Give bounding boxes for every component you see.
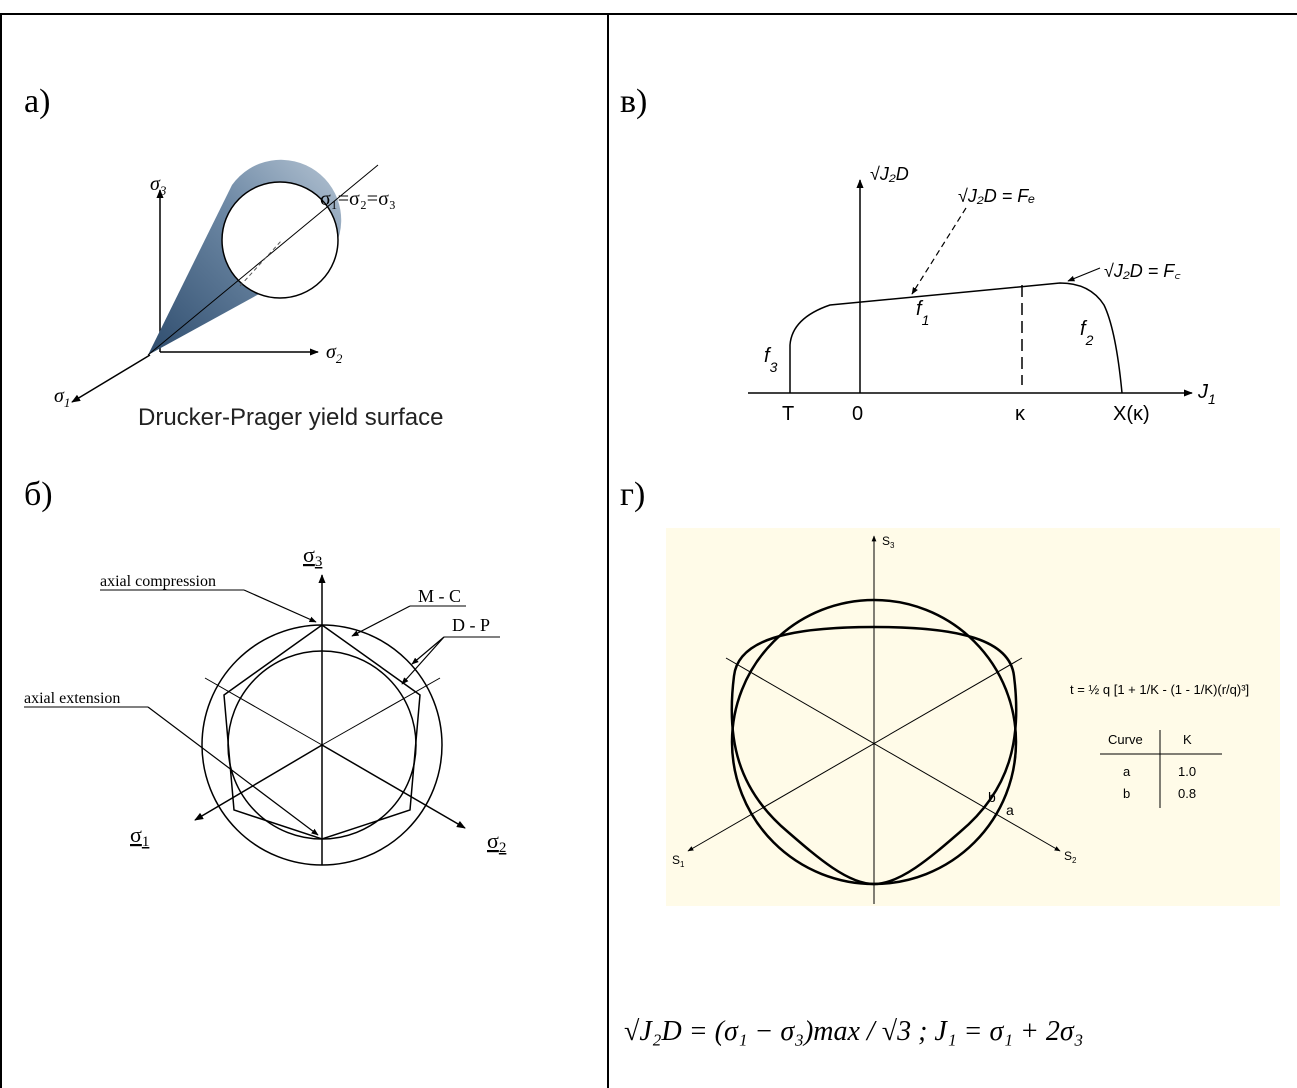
table-row-b-k: 0.8 [1178,786,1196,801]
fc-label: √J₂D = F꜀ [1104,261,1181,281]
sigma1-label: σ1 [54,385,70,410]
panel-g-background [666,528,1280,906]
fe-arrow [911,207,967,295]
curve-a-label: a [1006,802,1014,818]
b-sigma2-axis [321,744,466,829]
t-formula: t = ½ q [1 + 1/K - (1 - 1/K)(r/q)³] [1070,682,1249,697]
cap-model-curve [789,282,1123,394]
table-header-k: K [1183,732,1192,747]
fc-arrow [1067,267,1101,282]
s1-label: S1 [672,853,685,869]
mc-label: M - C [418,586,461,606]
panel-grid [0,13,1297,1088]
table-header-curve: Curve [1108,732,1143,747]
s2-label: S2 [1064,849,1077,865]
panel-b-label: б) [24,476,53,513]
axial-compression-arrow [243,589,317,623]
curve-table: Curve K a 1.0 b 0.8 [1100,730,1222,808]
table-row-a-curve: a [1123,764,1131,779]
b-sigma1-label: σ1 [130,822,149,850]
sigma3-label: σ3 [150,173,167,198]
y-axis-label: √J₂D [870,164,909,184]
j1-label: J1 [1197,381,1216,407]
tick-X: X(κ) [1113,403,1150,425]
s3-label: S3 [882,534,895,550]
panel-g: г) b a S3 S1 S2 t = ½ q [1 + 1/K - (1 - … [620,476,1280,1047]
equation: √J₂D = (σ₁ − σ₃)max / √3 ; J₁ = σ₁ + 2σ₃ [624,1016,1083,1047]
f2-label: f2 [1080,318,1094,348]
b-axis-ext1 [204,677,323,746]
panel-a-caption: Drucker-Prager yield surface [138,404,443,431]
axial-extension-label: axial extension [24,690,120,707]
fe-label: √J₂D = Fₑ [958,186,1035,206]
yield-circle [221,181,339,299]
panel-a: а) σ3 σ2 σ1 σ₁=σ₂=σ₃ Drucker-Prager yiel… [24,83,443,431]
sigma1-axis [71,354,151,403]
axial-extension-arrow [147,706,319,836]
dp-arrow-2 [401,636,445,685]
b-sigma3-label: σ3 [303,542,322,570]
b-sigma2-label: σ2 [487,828,506,856]
dp-label: D - P [452,615,490,635]
table-row-a-k: 1.0 [1178,764,1196,779]
f1-label: f1 [916,298,929,328]
panel-v-label: в) [620,83,647,120]
curve-b-label: b [988,789,996,805]
dp-arrow-1 [411,636,445,665]
panel-g-label: г) [620,476,645,513]
panel-a-label: а) [24,83,50,120]
panel-b: б) σ3 σ1 σ2 axial compression axial exte… [24,476,506,866]
hydrostatic-axis [147,164,379,356]
f3-label: f3 [764,345,778,375]
tick-T: T [782,403,794,425]
mc-arrow [351,605,411,637]
panel-v: в) √J₂D √J₂D = Fₑ √J₂D = F꜀ f1 f2 f3 J1 … [620,83,1216,425]
curve-b [730,625,1018,886]
tick-kappa: κ [1015,403,1026,425]
s1-axis [687,657,1023,852]
s2-axis [725,657,1061,852]
hydrostatic-axis-hidden [239,239,283,287]
axial-compression-label: axial compression [100,573,216,590]
table-row-b-curve: b [1123,786,1130,801]
hydrostatic-label: σ₁=σ₂=σ₃ [320,188,396,210]
sigma2-label: σ2 [326,341,343,366]
b-sigma1-axis [194,744,323,821]
b-axis-ext2 [321,677,441,746]
tick-0: 0 [852,403,863,425]
